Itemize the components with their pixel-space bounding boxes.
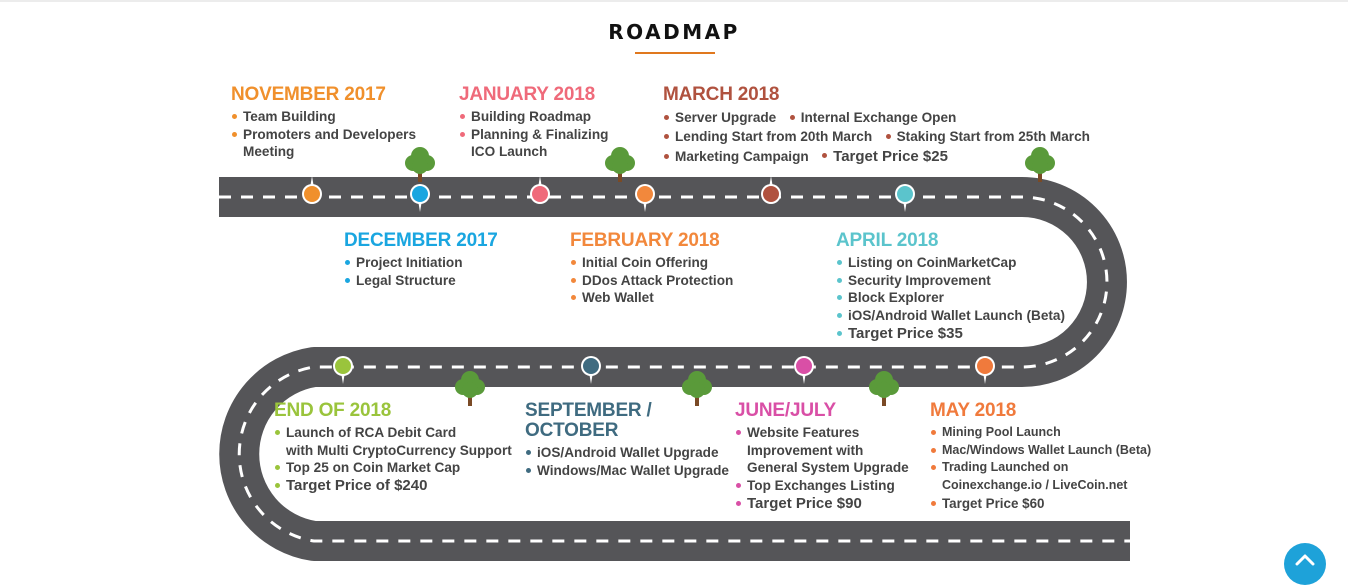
milestone-heading: NOVEMBER 2017 (231, 84, 386, 105)
milestone-heading-line1: SEPTEMBER / (525, 400, 652, 421)
milestone-heading: MARCH 2018 (663, 84, 780, 105)
milestone-february-2018: FEBRUARY 2018 Initial Coin Offering DDos… (570, 230, 733, 307)
milestone-item: Top Exchanges Listing (735, 477, 909, 495)
top-border (0, 0, 1348, 2)
title-underline (635, 52, 715, 54)
tree-icon (1032, 158, 1048, 174)
milestone-heading: JANUARY 2018 (459, 84, 595, 105)
milestone-item: Website Features (735, 424, 909, 442)
tree-icon (689, 382, 705, 398)
milestone-item: with Multi CryptoCurrency Support (286, 442, 512, 458)
milestone-item: Target Price $90 (735, 495, 909, 513)
milestone-item: Security Improvement (836, 272, 1065, 290)
map-pin-icon (304, 186, 320, 202)
milestone-september-october: SEPTEMBER / OCTOBER iOS/Android Wallet U… (525, 400, 729, 480)
milestone-item: Planning & Finalizing (459, 126, 608, 144)
milestone-june-july: JUNE/JULY Website Features Improvement w… (735, 400, 909, 513)
tree-trunk (618, 168, 622, 182)
milestone-item: Launch of RCA Debit Card (274, 424, 512, 442)
tree-trunk (1038, 168, 1042, 182)
milestone-item: Coinexchange.io / LiveCoin.net (942, 477, 1128, 492)
milestone-heading: END OF 2018 (274, 400, 392, 421)
milestone-item: Project Initiation (344, 254, 498, 272)
map-pin-icon (583, 358, 599, 374)
tree-trunk (695, 392, 699, 406)
tree-trunk (418, 168, 422, 182)
map-pin-icon (796, 358, 812, 374)
milestone-item: DDos Attack Protection (570, 272, 733, 290)
milestone-item: iOS/Android Wallet Upgrade (525, 444, 729, 462)
milestone-item: Meeting (243, 144, 295, 160)
milestone-item: Building Roadmap (459, 108, 608, 126)
chevron-up-icon (1295, 554, 1315, 566)
milestone-item: Target Price $60 (930, 495, 1151, 513)
milestone-item: iOS/Android Wallet Launch (Beta) (836, 307, 1065, 325)
tree-icon (612, 158, 628, 174)
milestone-november-2017: NOVEMBER 2017 Team Building Promoters an… (231, 84, 416, 161)
tree-trunk (882, 392, 886, 406)
page-title: ROADMAP (608, 20, 740, 44)
milestone-heading: MAY 2018 (930, 400, 1017, 421)
milestone-item: Trading Launched on (930, 459, 1151, 477)
milestone-heading-line2: OCTOBER (525, 420, 619, 442)
map-pin-icon (977, 358, 993, 374)
milestone-item: Listing on CoinMarketCap (836, 254, 1065, 272)
milestone-heading: FEBRUARY 2018 (570, 230, 720, 251)
milestone-item: Team Building (231, 108, 416, 126)
milestone-item: Internal Exchange Open (789, 110, 957, 125)
milestone-item: Target Price of $240 (274, 477, 512, 495)
milestone-december-2017: DECEMBER 2017 Project Initiation Legal S… (344, 230, 498, 290)
milestone-item: Marketing Campaign (663, 149, 809, 164)
milestone-item: Mining Pool Launch (930, 424, 1151, 442)
milestone-item: Server Upgrade (663, 110, 776, 125)
tree-icon (876, 382, 892, 398)
milestone-item: Lending Start from 20th March (663, 129, 872, 144)
milestone-item: Legal Structure (344, 272, 498, 290)
milestone-heading: APRIL 2018 (836, 230, 939, 251)
milestone-item: Top 25 on Coin Market Cap (274, 459, 512, 477)
milestone-heading: JUNE/JULY (735, 400, 836, 421)
milestone-end-of-2018: END OF 2018 Launch of RCA Debit Card wit… (274, 400, 512, 495)
milestone-item: Block Explorer (836, 289, 1065, 307)
milestone-march-2018: MARCH 2018 Server Upgrade Internal Excha… (663, 84, 1098, 166)
milestone-item: Windows/Mac Wallet Upgrade (525, 462, 729, 480)
scroll-to-top-button[interactable] (1284, 543, 1326, 585)
map-pin-icon (897, 186, 913, 202)
milestone-item: Initial Coin Offering (570, 254, 733, 272)
map-pin-icon (763, 186, 779, 202)
milestone-may-2018: MAY 2018 Mining Pool Launch Mac/Windows … (930, 400, 1151, 513)
milestone-heading: DECEMBER 2017 (344, 230, 498, 251)
milestone-item: Target Price $25 (821, 148, 948, 165)
milestone-april-2018: APRIL 2018 Listing on CoinMarketCap Secu… (836, 230, 1065, 343)
map-pin-icon (412, 186, 428, 202)
milestone-item: General System Upgrade (747, 460, 909, 476)
milestone-item: Mac/Windows Wallet Launch (Beta) (930, 442, 1151, 460)
roadmap-road (219, 147, 1130, 561)
tree-icon (462, 382, 478, 398)
milestone-item: ICO Launch (471, 144, 548, 160)
milestone-item: Improvement with (747, 442, 864, 458)
tree-trunk (468, 392, 472, 406)
tree-icon (412, 158, 428, 174)
road-center-dashes (219, 195, 1130, 543)
map-pin-icon (637, 186, 653, 202)
milestone-item: Target Price $35 (836, 325, 1065, 343)
map-pin-icon (532, 186, 548, 202)
milestone-item: Web Wallet (570, 289, 733, 307)
map-pin-icon (335, 358, 351, 374)
milestone-january-2018: JANUARY 2018 Building Roadmap Planning &… (459, 84, 608, 161)
milestone-item: Staking Start from 25th March (885, 129, 1090, 144)
milestone-item: Promoters and Developers (231, 126, 416, 144)
